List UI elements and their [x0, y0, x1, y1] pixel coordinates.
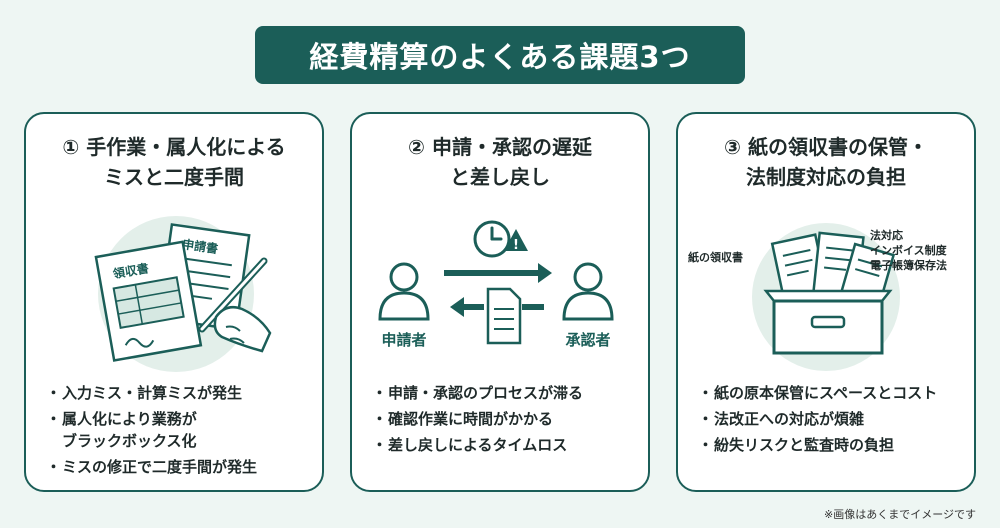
list-item: ・紛失リスクと監査時の負担 — [698, 436, 895, 454]
ebook-law-label: 電子帳簿保存法 — [870, 258, 947, 272]
receipt-doc-icon: 領収書 — [94, 240, 203, 362]
card-title: ③ 紙の領収書の保管・ 法制度対応の負担 — [724, 135, 928, 189]
approval-flow-illustration: ! 申請者 承認者 — [378, 220, 614, 349]
receipt-doc-label: 領収書 — [111, 260, 150, 281]
title-banner: 経費精算のよくある課題3つ — [255, 26, 745, 84]
approver-person-icon — [562, 262, 614, 321]
application-doc-label: 申請書 — [181, 236, 219, 256]
approver-label: 承認者 — [565, 331, 610, 349]
svg-text:!: ! — [513, 238, 519, 253]
list-item: ・法改正への対応が煩雑 — [698, 410, 865, 428]
arrow-left-icon — [450, 297, 544, 317]
receipt-label: 紙の領収書 — [688, 250, 743, 264]
bullet-list: ・紙の原本保管にスペースとコスト ・法改正への対応が煩雑 ・紛失リスクと監査時の… — [698, 382, 964, 460]
applicant-person-icon — [378, 262, 430, 321]
card-title: ② 申請・承認の遅延 と差し戻し — [408, 135, 592, 189]
list-item: ・紙の原本保管にスペースとコスト — [698, 384, 938, 402]
arrow-right-icon — [444, 263, 552, 283]
applicant-label: 申請者 — [381, 331, 426, 349]
bullet-list: ・申請・承認のプロセスが滞る ・確認作業に時間がかかる ・差し戻しによるタイムロ… — [372, 382, 638, 460]
hand-pen-icon — [198, 257, 272, 353]
list-item: ・申請・承認のプロセスが滞る — [372, 384, 584, 402]
list-item: ・確認作業に時間がかかる — [372, 410, 554, 428]
disclaimer-note: ※画像はあくまでイメージです — [824, 508, 976, 521]
list-item: ・入力ミス・計算ミスが発生 — [46, 384, 243, 402]
list-item: ・属人化により業務が ブラックボックス化 — [46, 410, 197, 450]
card-approval-delay: ② 申請・承認の遅延 と差し戻し ! 申請者 承認者 — [350, 112, 650, 492]
clock-warning-icon: ! — [473, 220, 528, 258]
card-title: ① 手作業・属人化による ミスと二度手間 — [62, 135, 286, 189]
page-title: 経費精算のよくある課題3つ — [309, 40, 691, 74]
law-label: 法対応 — [870, 228, 903, 242]
document-box-illustration: 紙の領収書 法対応 インボイス制度 電子帳簿保存法 — [688, 223, 948, 371]
card-manual-work: ① 手作業・属人化による ミスと二度手間 申請書 領収書 — [24, 112, 324, 492]
storage-box-icon — [763, 289, 893, 355]
card-paper-storage: ③ 紙の領収書の保管・ 法制度対応の負担 — [676, 112, 976, 492]
documents-pen-illustration: 申請書 領収書 — [94, 216, 272, 372]
list-item: ・差し戻しによるタイムロス — [372, 436, 568, 454]
list-item: ・ミスの修正で二度手間が発生 — [46, 458, 258, 476]
invoice-label: インボイス制度 — [870, 243, 948, 257]
document-icon — [486, 287, 522, 345]
bullet-list: ・入力ミス・計算ミスが発生 ・属人化により業務が ブラックボックス化 ・ミスの修… — [46, 382, 312, 482]
